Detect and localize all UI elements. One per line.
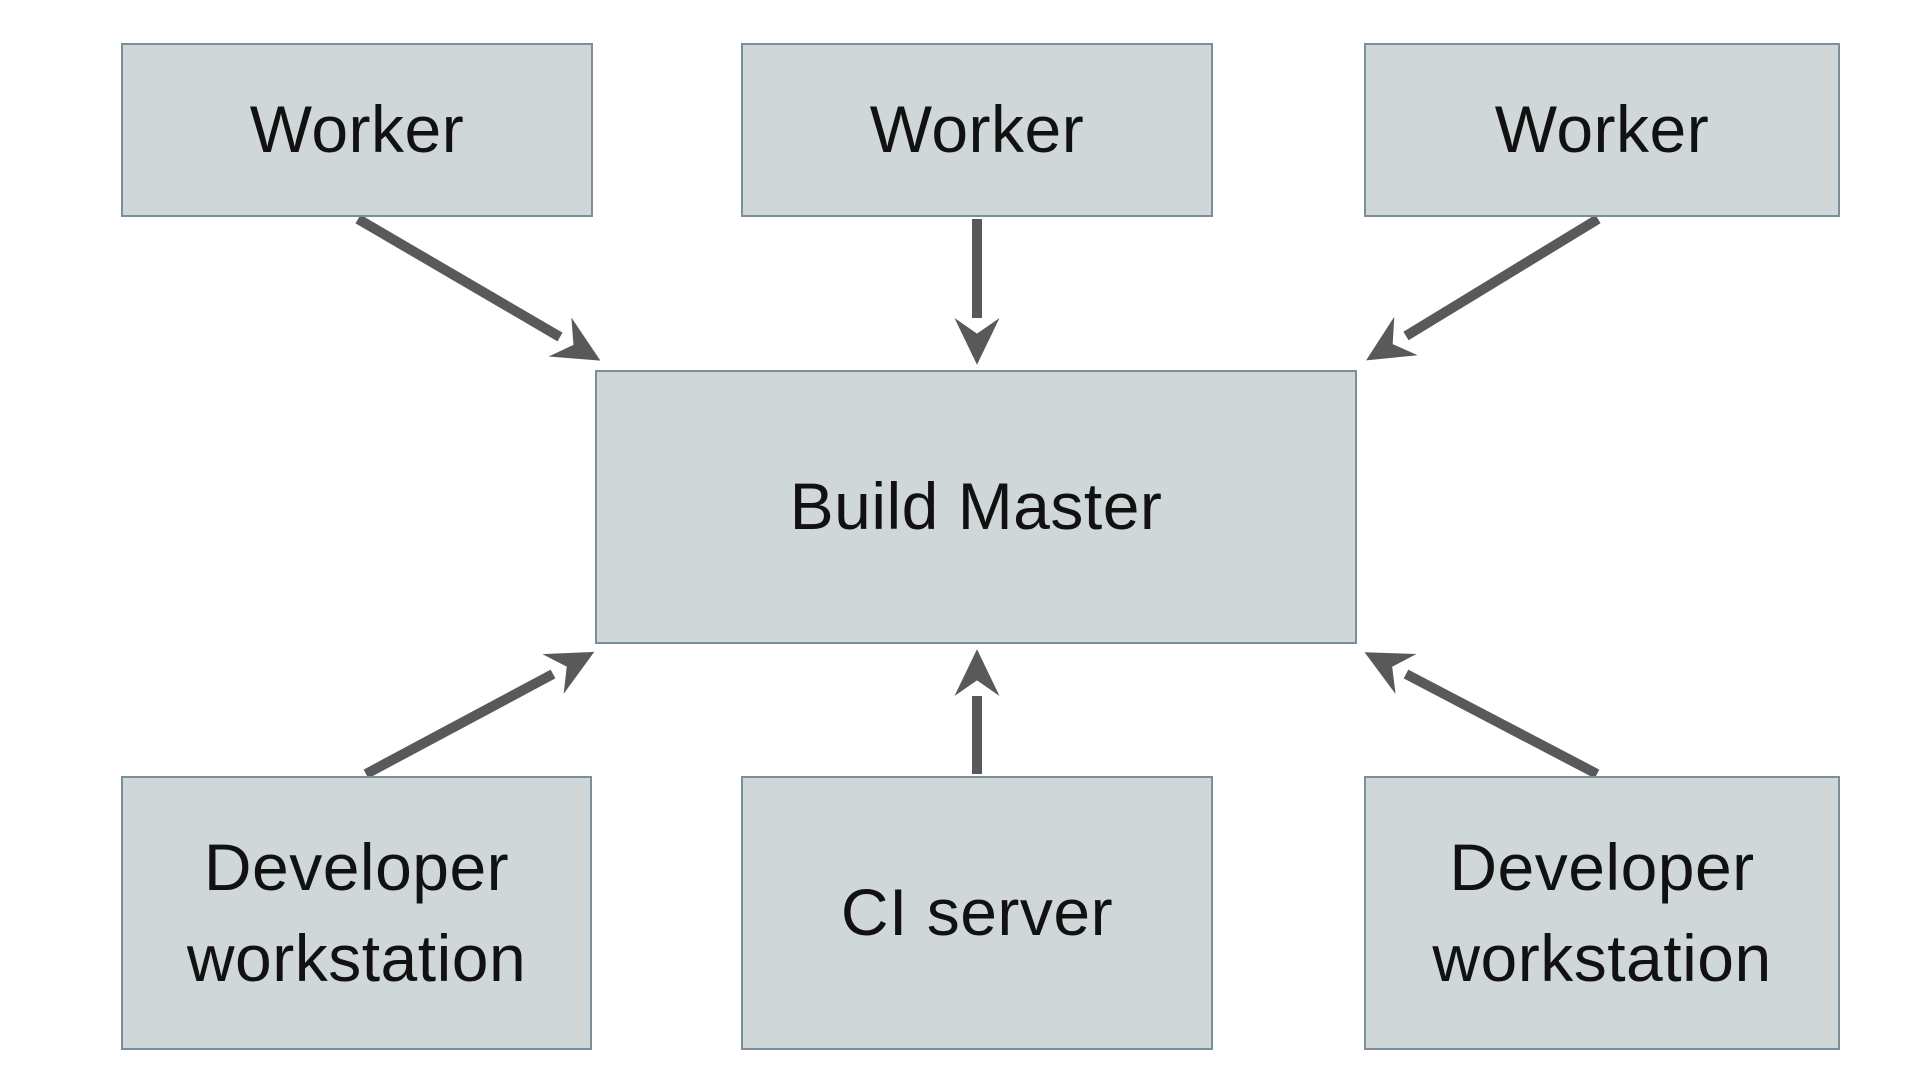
node-build-master: Build Master <box>595 370 1357 644</box>
node-developer-workstation-left-label: Developer workstation <box>186 829 527 995</box>
node-worker-right-label: Worker <box>1494 92 1710 167</box>
node-ci-server-label: CI server <box>840 875 1114 950</box>
node-build-master-label: Build Master <box>789 469 1163 544</box>
node-worker-right: Worker <box>1364 43 1840 217</box>
arrow-worker-left-to-build-master <box>355 214 601 361</box>
node-developer-workstation-right-label: Developer workstation <box>1432 829 1772 995</box>
node-worker-left: Worker <box>121 43 593 217</box>
node-worker-center-label: Worker <box>869 92 1085 167</box>
node-developer-workstation-left: Developer workstation <box>121 776 592 1050</box>
node-developer-workstation-right: Developer workstation <box>1364 776 1840 1050</box>
arrow-dev-workstation-left-to-build-master <box>363 651 595 779</box>
node-ci-server: CI server <box>741 776 1213 1050</box>
node-worker-center: Worker <box>741 43 1213 217</box>
node-worker-left-label: Worker <box>249 92 465 167</box>
arrow-worker-right-to-build-master <box>1366 214 1601 361</box>
arrow-dev-workstation-right-to-build-master <box>1364 652 1600 779</box>
